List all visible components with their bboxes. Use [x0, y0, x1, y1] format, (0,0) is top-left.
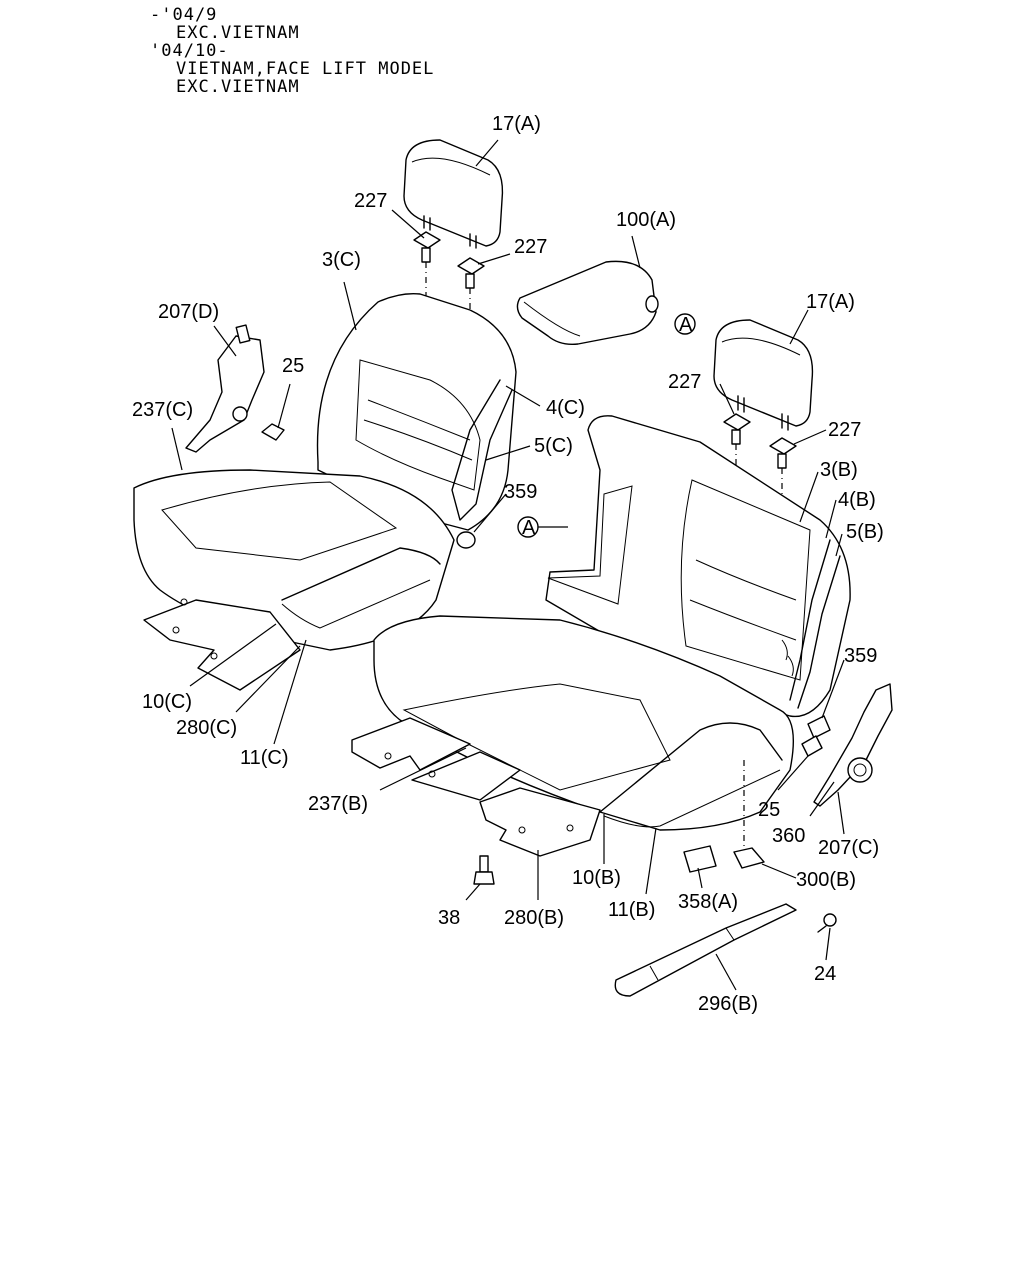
callout-labels: 17(A) 227 227 100(A) 3(C) 207(D) 25 237(… — [132, 113, 884, 1015]
headrest-left — [403, 139, 504, 249]
strap-296b — [614, 903, 797, 997]
callout-25-left: 25 — [282, 355, 304, 377]
callout-5c: 5(C) — [534, 435, 573, 457]
bolt-left — [261, 423, 285, 441]
callout-358a: 358(A) — [678, 891, 738, 913]
seat-left-base — [143, 598, 301, 691]
header-notes: -'04/9 EXC.VIETNAM '04/10- VIETNAM,FACE … — [150, 5, 434, 97]
belt-buckle-left — [185, 324, 265, 453]
seat-right-cushion — [373, 615, 795, 831]
screw-24 — [817, 913, 837, 933]
ref-mark-a-2: A — [517, 516, 539, 539]
callout-38: 38 — [438, 907, 460, 929]
callout-300b: 300(B) — [796, 869, 856, 891]
note-region-1: EXC.VIETNAM — [176, 23, 300, 43]
callout-207c: 207(C) — [818, 837, 879, 859]
callout-4b: 4(B) — [838, 489, 876, 511]
callout-3b: 3(B) — [820, 459, 858, 481]
bolt-38 — [473, 855, 495, 885]
callout-24: 24 — [814, 963, 836, 985]
ref-mark-a-1: A — [674, 313, 696, 336]
note-date-1: -'04/9 — [150, 5, 217, 25]
note-region-3: EXC.VIETNAM — [176, 77, 300, 97]
callout-227-b: 227 — [514, 236, 547, 258]
callout-10b: 10(B) — [572, 867, 621, 889]
callout-4c: 4(C) — [546, 397, 585, 419]
seat-left-backrest — [316, 292, 517, 549]
callout-25-right: 25 — [758, 799, 780, 821]
callout-5b: 5(B) — [846, 521, 884, 543]
headrest-guides-left — [413, 231, 485, 336]
clip-300b — [733, 760, 765, 869]
callout-17a-right: 17(A) — [806, 291, 855, 313]
callout-227-c: 227 — [668, 371, 701, 393]
leader-lines — [171, 139, 845, 991]
callout-11b: 11(B) — [608, 899, 655, 921]
callout-237b: 237(B) — [308, 793, 368, 815]
callout-296b: 296(B) — [698, 993, 758, 1015]
note-region-2: VIETNAM,FACE LIFT MODEL — [176, 59, 434, 79]
callout-280c: 280(C) — [176, 717, 237, 739]
ref-mark-a-1-label: A — [679, 314, 693, 336]
callout-3c: 3(C) — [322, 249, 361, 271]
callout-359-right: 359 — [844, 645, 877, 667]
ref-mark-a-2-label: A — [522, 517, 536, 539]
callout-207d: 207(D) — [158, 301, 219, 323]
callout-237c: 237(C) — [132, 399, 193, 421]
headrest-right — [713, 319, 814, 431]
armrest-cushion — [516, 260, 659, 346]
callout-280b: 280(B) — [504, 907, 564, 929]
callout-360: 360 — [772, 825, 805, 847]
callout-227-d: 227 — [828, 419, 861, 441]
callout-10c: 10(C) — [142, 691, 192, 713]
callout-359-left: 359 — [504, 481, 537, 503]
callout-227-a: 227 — [354, 190, 387, 212]
seat-right-base — [351, 717, 601, 857]
note-date-2: '04/10- — [150, 41, 229, 61]
belt-buckle-right — [801, 683, 893, 807]
bracket-358a — [683, 845, 717, 873]
callout-100a: 100(A) — [616, 209, 676, 231]
callout-11c: 11(C) — [240, 747, 289, 769]
callout-17a-left: 17(A) — [492, 113, 541, 135]
